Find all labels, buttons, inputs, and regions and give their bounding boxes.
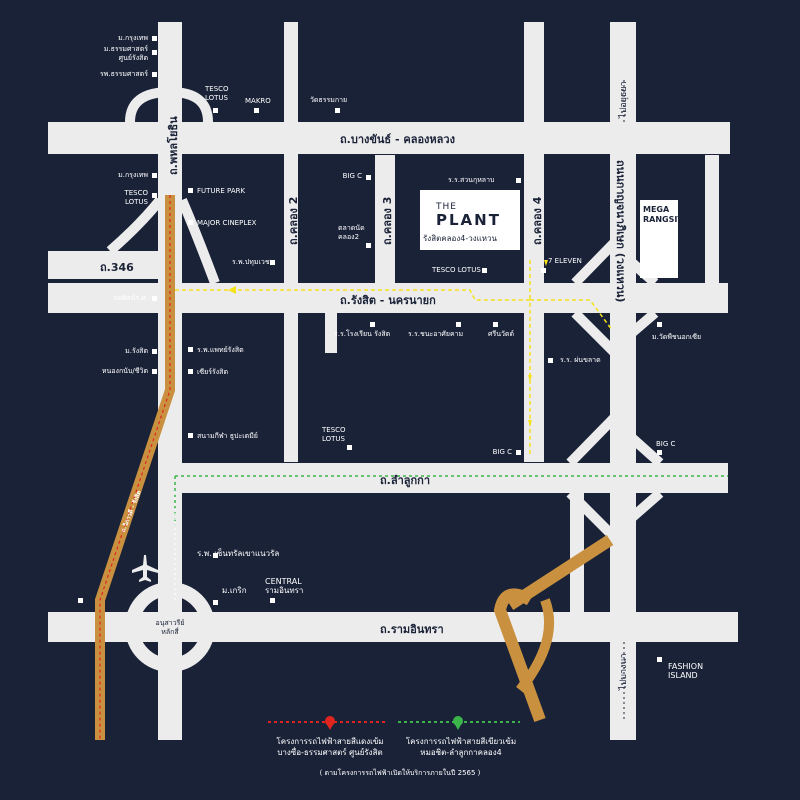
landmark-major: MAJOR CINEPLEX xyxy=(197,219,257,227)
mega-rangsit-label: MEGA RANGSIT xyxy=(643,205,683,224)
roundabout-laksi xyxy=(125,582,215,672)
road-khlong5 xyxy=(705,155,719,283)
yellow-arrow-3 xyxy=(528,420,532,427)
yellow-arrow-1 xyxy=(228,286,236,294)
legend-green-text: โครงการรถไฟฟ้าสายสีเขียวเข้ม หมอชิต-ลำลู… xyxy=(405,737,517,757)
landmark-thammasat: ม.ธรรมศาสตร์ ศูนย์รังสิต xyxy=(103,45,148,62)
landmark-rr-nap: ร.ร. ผ่นขลาด xyxy=(560,356,601,364)
legend-note: ( ตามโครงการรถไฟฟ้าเปิดให้บริการภายในปี … xyxy=(319,769,481,777)
road-label-rangsit: ถ.รังสิต - นครนายก xyxy=(340,294,436,307)
landmark-markers xyxy=(78,36,662,662)
legend-red-text: โครงการรถไฟฟ้าสายสีแดงเข้ม บางซื่อ-ธรรมศ… xyxy=(276,737,384,757)
landmark-thammasat-hosp: รพ.ธรรมศาสตร์ xyxy=(100,70,148,78)
landmark-wat-pai: ม.วัดพืชนอกเซีย xyxy=(652,333,702,341)
interchange-346-left xyxy=(106,196,164,255)
landmark-hua: หอศิลป์ร.ศ. xyxy=(113,294,148,302)
landmark-rr-neab: ร.ร.โรงเรียน รังสิต xyxy=(334,330,391,338)
fashion-island-label: FASHION ISLAND xyxy=(668,662,704,680)
landmark-seven: 7 ELEVEN xyxy=(548,257,582,265)
project-brand-plant: PLANT xyxy=(436,211,501,229)
yellow-arrow-4 xyxy=(544,260,548,266)
landmark-tesco-mid: TESCO LOTUS xyxy=(432,266,481,274)
landmark-m-rangsit: ม.รังสิต xyxy=(125,347,148,355)
road-lower-mid xyxy=(570,493,584,613)
road-label-lamlukka: ถ.ลำลูกกา xyxy=(380,474,430,487)
road-label-bangkhan: ถ.บางขันธ์ - คลองหลวง xyxy=(340,133,455,146)
road-label-346: ถ.346 xyxy=(100,261,134,274)
road-label-phahonyothin: ถ.พหลโยธิน xyxy=(167,116,180,175)
mega-rangsit-box: MEGA RANGSIT xyxy=(640,200,683,278)
road-label-khlong4: ถ.คลอง 4 xyxy=(531,196,544,245)
direction-bangna: ไปบางนา xyxy=(619,653,629,690)
road-lamlukka xyxy=(158,463,728,493)
landmark-hosp-bang: ร.พ. เซ็นทรัลเขาแนวรัล xyxy=(197,549,280,558)
landmark-wat: วัดธรรมกาย xyxy=(310,96,348,104)
landmark-makro: MAKRO xyxy=(245,97,271,105)
landmark-bangkok-top: ม.กรุงเทพ xyxy=(118,34,148,42)
road-label-ramindra: ถ.รามอินทรา xyxy=(380,623,444,636)
landmark-sanam: สนามกีฬา ธูปะเตมีย์ xyxy=(197,432,258,440)
landmark-future-park: FUTURE PARK xyxy=(197,187,246,195)
project-marker: THE PLANT รังสิตคลอง4-วงแหวน xyxy=(420,190,520,250)
road-khlong4 xyxy=(524,22,544,462)
road-label-khlong2: ถ.คลอง 2 xyxy=(287,196,300,245)
landmark-big-c-top: BIG C xyxy=(342,172,362,180)
landmark-rr-suan: ร.ร.สวนกุหลาบ xyxy=(448,176,495,184)
interchange-lamlukka-lower xyxy=(566,489,664,542)
yellow-arrow-2 xyxy=(528,375,532,382)
landmark-big-c-mid: BIG C xyxy=(492,448,512,456)
landmark-ngam: เซียร์รังสิต xyxy=(197,368,229,376)
landmark-tesco-lower: TESCO LOTUS xyxy=(322,426,346,443)
ring-expressway-loop xyxy=(516,598,555,694)
red-station-marker-icon xyxy=(325,716,335,730)
interchange-lamlukka-upper xyxy=(566,413,664,467)
road-label-khlong3: ถ.คลอง 3 xyxy=(381,196,394,245)
landmark-big-c-right: BIG C xyxy=(656,440,676,448)
ring-expressway-ramp xyxy=(506,534,614,611)
landmark-m-krungthep: ม.กรุงเทพ xyxy=(118,171,148,179)
green-station-marker-icon xyxy=(453,716,463,730)
road-khlong3 xyxy=(375,155,395,283)
yellow-route-ring xyxy=(530,299,613,331)
landmark-monument: อนุสาวรีย์ หลักสี่ xyxy=(155,619,185,636)
yellow-route xyxy=(175,289,531,455)
landmark-central: CENTRAL รามอินทรา xyxy=(265,577,304,595)
interchange-top xyxy=(125,86,213,123)
road-346 xyxy=(48,251,173,279)
landmark-tesco-top: TESCO LOTUS xyxy=(205,85,229,102)
landmark-sriwatana: ศรีนวัตต์ xyxy=(488,330,515,338)
landmark-tawee: หนองกนับ/ชีวิต xyxy=(101,367,148,375)
landmark-rr-pop: ร.ร.ชนะอาศัยคาม xyxy=(408,330,464,338)
landmark-m-nakorn: ม.เกริก xyxy=(222,586,247,595)
project-brand-the: THE xyxy=(436,202,457,212)
interchange-346-right xyxy=(177,198,220,285)
road-label-kanchanaphisek: ถนนกาญจนาภิเษก (วงแหวน) xyxy=(614,160,627,303)
landmark-pathum: ร.พ.ปทุมเวช xyxy=(232,258,270,266)
vibhavadi-dash xyxy=(99,195,171,740)
landmark-phahol-hosp: ร.พ.แพทย์รังสิต xyxy=(197,346,244,354)
road-khlong2 xyxy=(284,22,298,462)
road-kanchanaphisek xyxy=(610,22,636,740)
road-lower-mid2 xyxy=(325,313,337,353)
project-location: รังสิตคลอง4-วงแหวน xyxy=(423,234,498,243)
landmark-talad: ตลาดนัด คลอง2 xyxy=(338,224,365,241)
interchange-ring-lower xyxy=(571,309,659,357)
direction-ayutthaya: ไปอยุธยา xyxy=(619,81,629,118)
landmark-tesco-left: TESCO LOTUS xyxy=(124,189,148,206)
green-line-route xyxy=(174,475,728,525)
airplane-icon xyxy=(132,555,158,582)
